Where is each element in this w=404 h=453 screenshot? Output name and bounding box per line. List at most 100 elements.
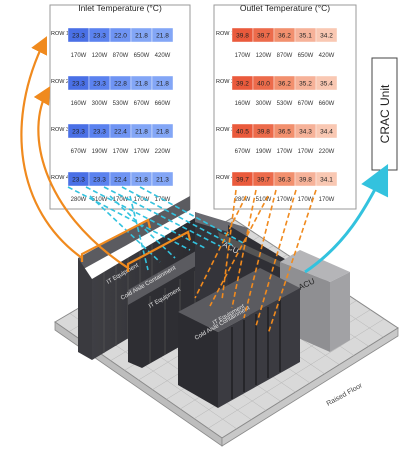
inlet-title: Inlet Temperature (°C) [78,3,162,13]
temp-cell [315,123,338,139]
row-label: ROW 1 [216,31,234,37]
temp-value: 21.8 [135,33,148,40]
power-value: 870W [277,53,293,59]
temp-value: 22.4 [114,177,127,184]
power-value: 190W [92,149,108,155]
power-value: 660W [319,101,335,107]
crac-unit: CRAC Unit [371,57,398,171]
temp-cell [151,171,174,187]
power-value: 170W [298,197,314,203]
row-label: ROW 3 [51,127,69,133]
temp-value: 23.3 [72,81,85,88]
temp-cell [151,123,174,139]
temp-value: 36.3 [278,177,291,184]
temp-value: 23.3 [93,129,106,136]
temp-value: 23.3 [93,33,106,40]
power-value: 300W [256,101,272,107]
outlet-airflow-lines [194,189,317,335]
row-label: ROW 4 [216,175,234,181]
temp-cell [315,27,338,43]
power-value: 420W [155,53,171,59]
temp-value: 36.2 [278,81,291,88]
power-value: 280W [71,197,87,203]
power-value: 170W [277,197,293,203]
temp-value: 36.2 [278,33,291,40]
temp-value: 23.3 [72,177,85,184]
temp-value: 34.2 [320,33,333,40]
power-value: 170W [113,197,129,203]
hot-aisle-bracket [20,36,192,272]
temp-value: 36.5 [278,129,291,136]
power-value: 510W [256,197,272,203]
temp-value: 21.8 [135,177,148,184]
row-label: ROW 1 [51,31,69,37]
power-value: 170W [134,197,150,203]
power-value: 170W [235,53,251,59]
power-value: 120W [256,53,272,59]
temp-value: 39.7 [257,33,270,40]
temp-value: 35.4 [320,81,333,88]
power-value: 670W [235,149,251,155]
power-value: 170W [113,149,129,155]
temp-cell [151,75,174,91]
power-value: 190W [256,149,272,155]
temp-value: 22.0 [114,33,127,40]
temp-value: 35.2 [299,81,312,88]
power-value: 420W [319,53,335,59]
row-label: ROW 4 [51,175,69,181]
power-value: 650W [298,53,314,59]
crac-label: CRAC Unit [378,84,392,143]
power-value: 660W [155,101,171,107]
power-value: 220W [155,149,171,155]
temp-value: 40.0 [257,81,270,88]
temp-cell [151,27,174,43]
temp-value: 40.5 [236,129,249,136]
temp-value: 39.8 [257,129,270,136]
temp-value: 35.1 [299,33,312,40]
temp-value: 23.3 [72,33,85,40]
temp-value: 39.7 [236,177,249,184]
temp-value: 34.1 [320,177,333,184]
temp-value: 39.8 [299,177,312,184]
floor-label: Raised Floor [326,382,365,408]
power-value: 120W [92,53,108,59]
temp-value: 23.3 [93,81,106,88]
temp-value: 39.8 [236,33,249,40]
power-value: 280W [235,197,251,203]
power-value: 510W [92,197,108,203]
power-value: 670W [134,101,150,107]
power-value: 670W [71,149,87,155]
crac-return-arrow [304,163,389,274]
power-value: 170W [277,149,293,155]
temp-value: 21.8 [156,129,169,136]
temp-value: 23.3 [93,177,106,184]
temp-value: 22.8 [114,81,127,88]
temp-cell [315,171,338,187]
temp-value: 34.4 [320,129,333,136]
power-value: 170W [298,149,314,155]
power-value: 160W [71,101,87,107]
power-value: 160W [235,101,251,107]
power-value: 650W [134,53,150,59]
power-value: 670W [298,101,314,107]
row-label: ROW 2 [216,79,234,85]
temp-value: 21.8 [156,33,169,40]
temp-value: 23.3 [72,129,85,136]
outlet-title: Outlet Temperature (°C) [240,3,330,13]
row-label: ROW 3 [216,127,234,133]
temp-value: 39.7 [257,177,270,184]
power-value: 530W [277,101,293,107]
temp-value: 39.2 [236,81,249,88]
temp-value: 22.4 [114,129,127,136]
power-value: 170W [71,53,87,59]
temp-value: 21.8 [135,129,148,136]
power-value: 170W [319,197,335,203]
temp-value: 21.8 [135,81,148,88]
temp-value: 21.8 [156,81,169,88]
row-label: ROW 2 [51,79,69,85]
power-value: 300W [92,101,108,107]
power-value: 170W [134,149,150,155]
